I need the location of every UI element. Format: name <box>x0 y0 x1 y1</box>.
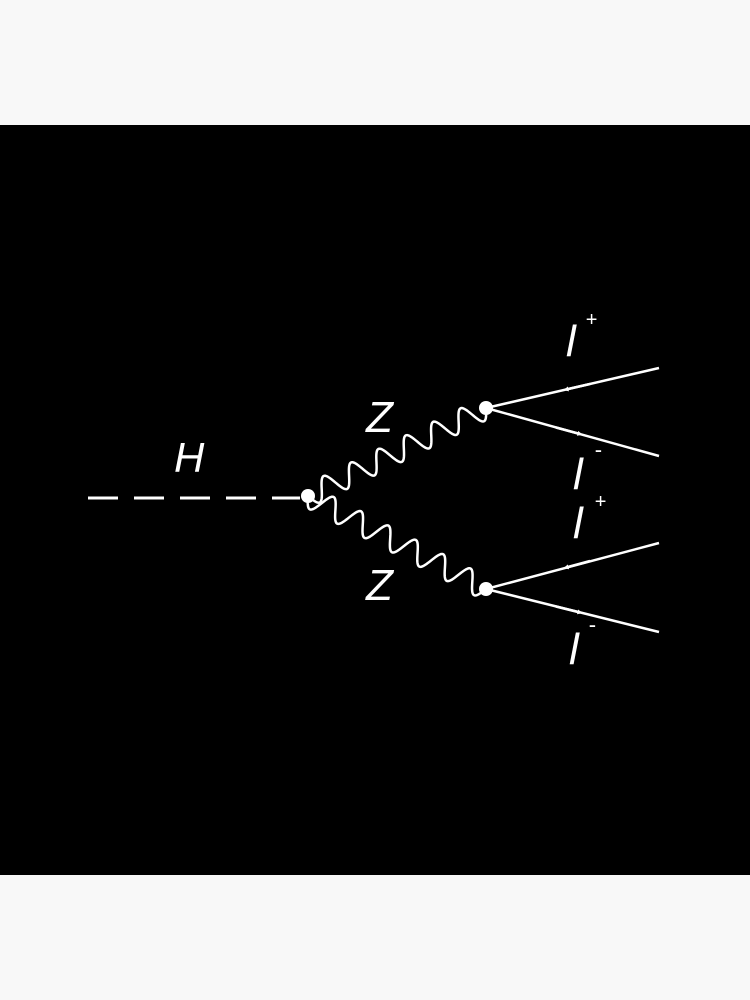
charge-sign: + <box>595 491 607 513</box>
feynman-diagram: H Z Z l+ l- l+ l- <box>88 309 660 674</box>
label-z-upper: Z <box>365 393 395 442</box>
label-z-lower: Z <box>365 561 395 610</box>
label-lepton-upper-plus: l+ <box>566 309 597 366</box>
bottom-margin <box>0 875 750 1000</box>
vertex-higgs <box>301 489 315 503</box>
charge-sign: - <box>589 612 596 637</box>
label-higgs: H <box>174 434 205 481</box>
z-boson-wavy-line-upper <box>307 406 488 504</box>
charge-sign: + <box>586 309 598 331</box>
lepton-arrow-upper-plus <box>563 382 591 392</box>
lepton-arrow-upper-minus <box>555 426 583 436</box>
top-margin <box>0 0 750 125</box>
diagram-panel: H Z Z l+ l- l+ l- <box>0 125 750 875</box>
z-boson-wavy-line-lower <box>306 495 487 597</box>
label-lepton-lower-minus: l- <box>569 612 596 674</box>
vertex-upper <box>479 401 493 415</box>
label-lepton-upper-minus: l- <box>573 437 602 499</box>
lepton-arrow-lower-plus <box>563 559 591 570</box>
vertex-lower <box>479 582 493 596</box>
lepton-arrow-lower-minus <box>555 605 583 615</box>
charge-sign: - <box>595 437 602 462</box>
label-lepton-lower-plus: l+ <box>573 491 606 548</box>
